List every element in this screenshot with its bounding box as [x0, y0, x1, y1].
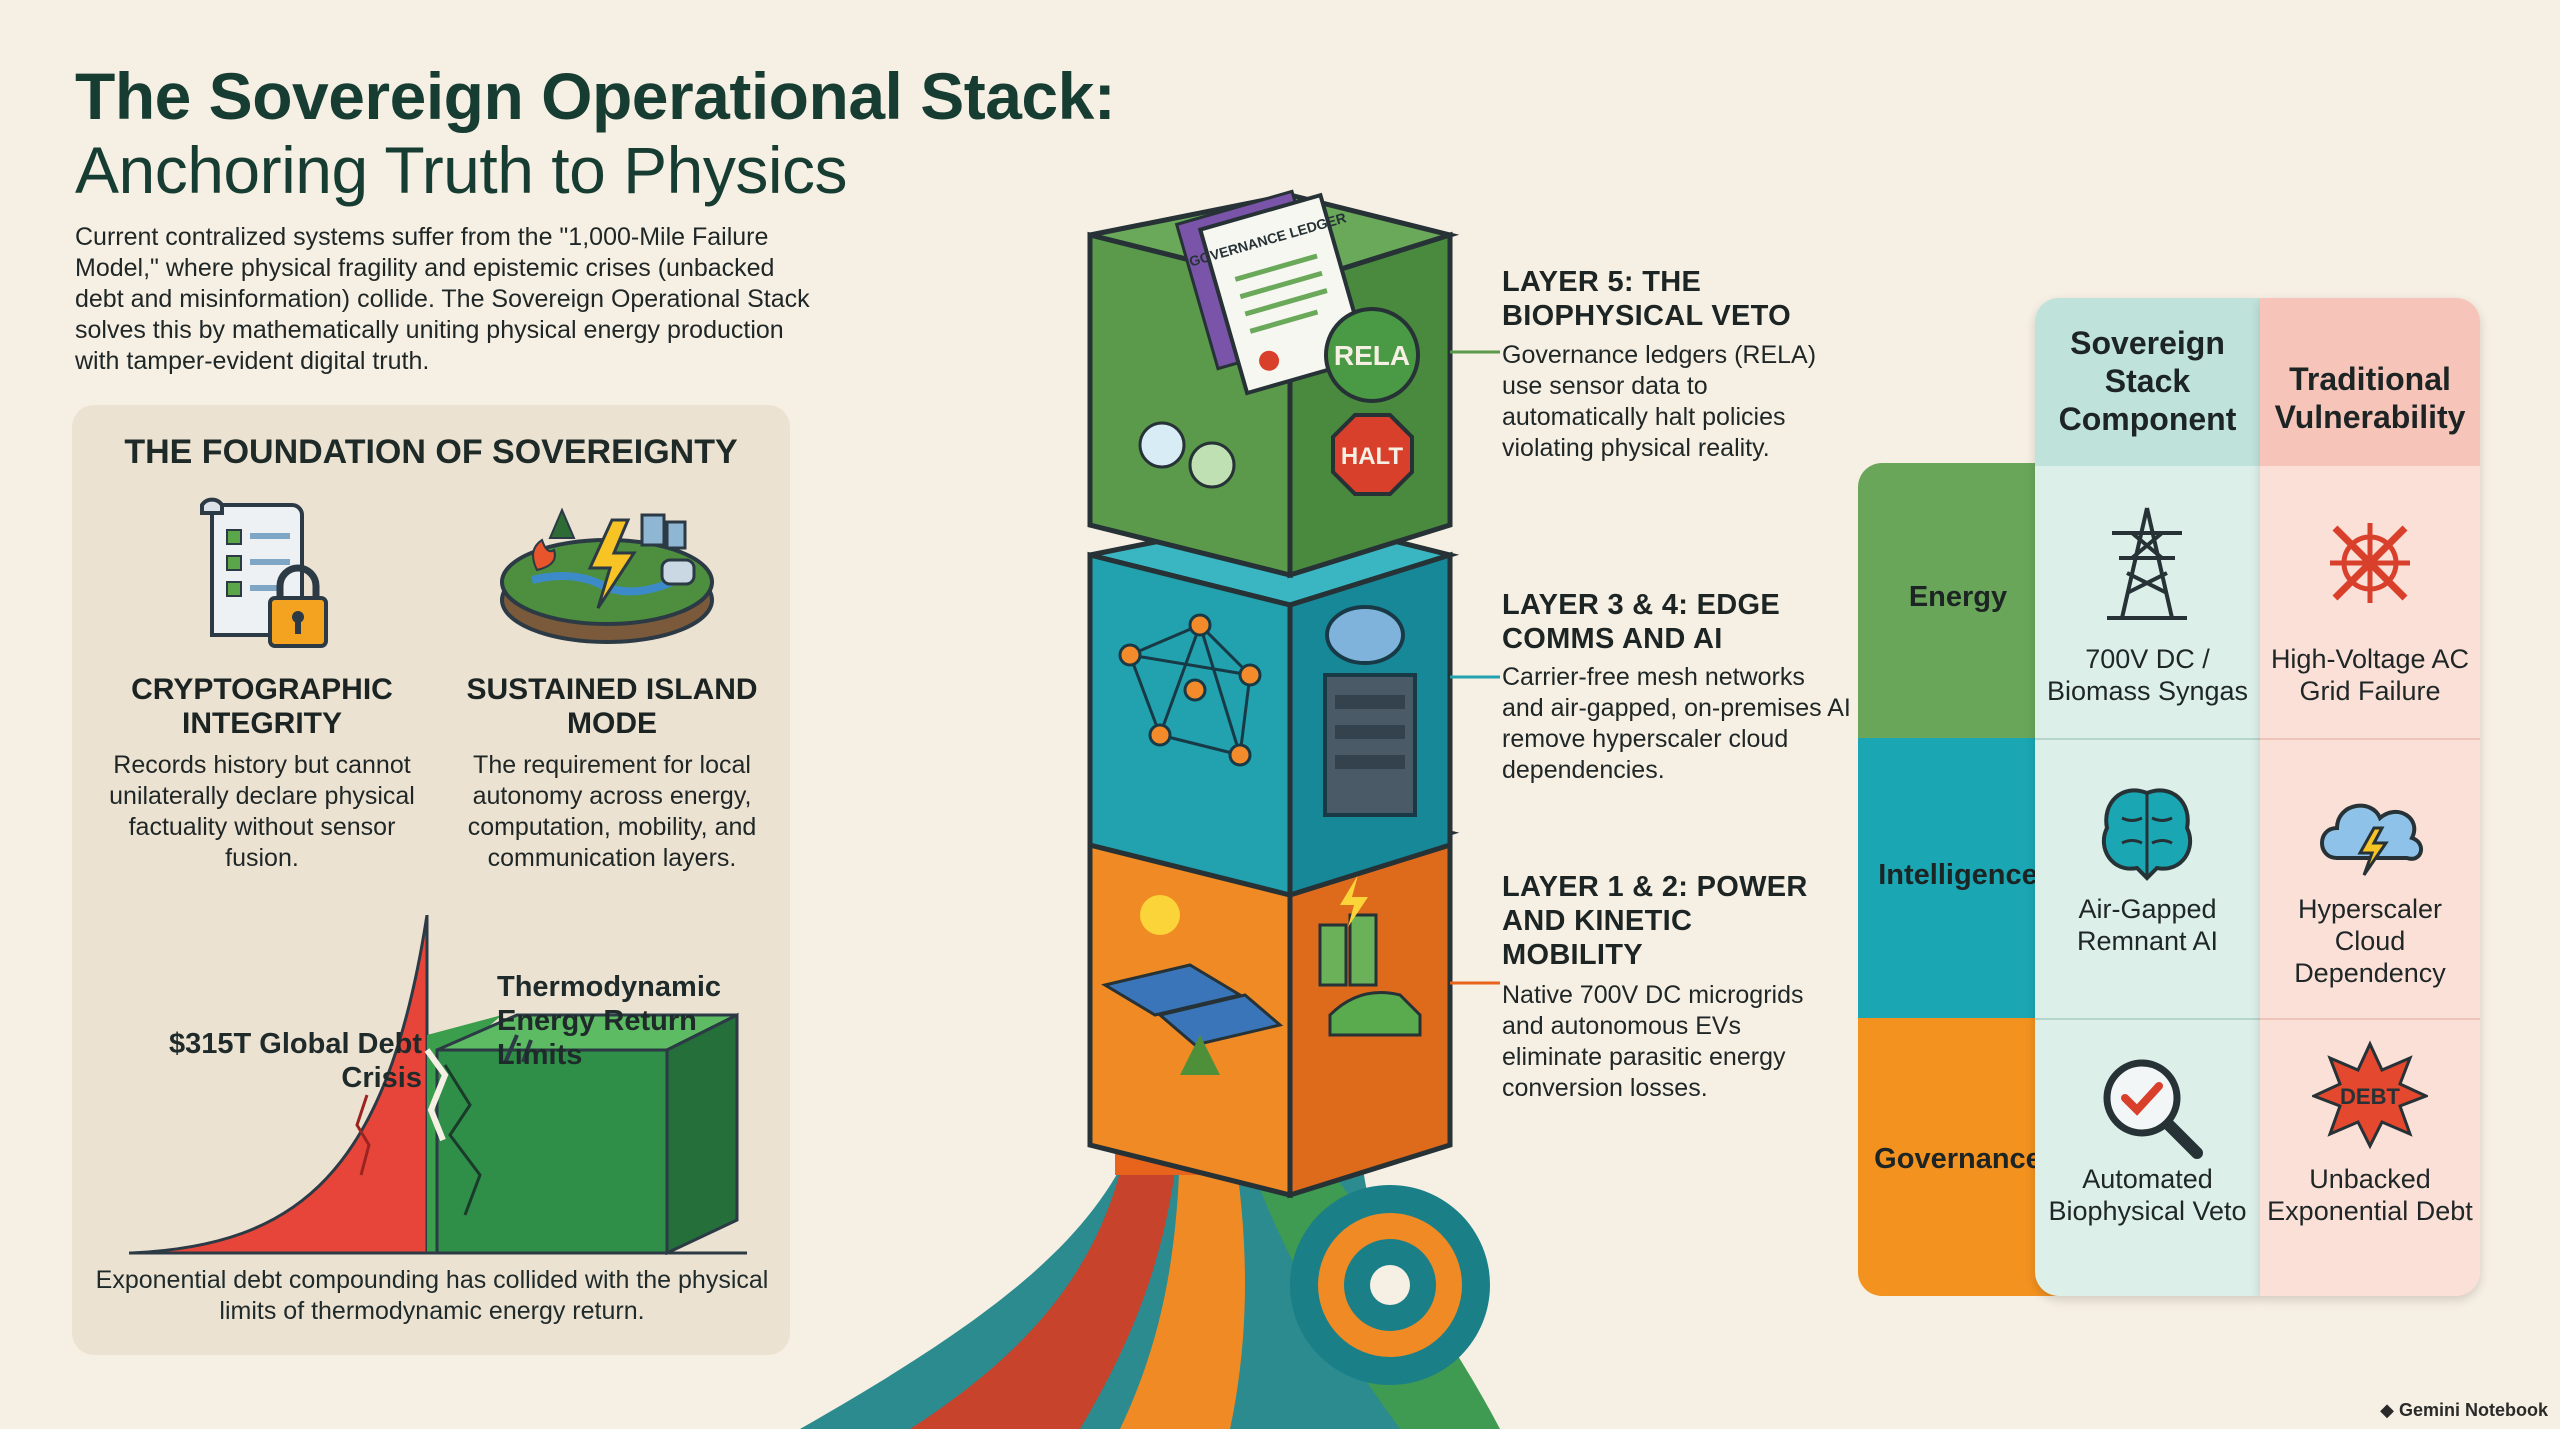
broken-grid-icon [2315, 508, 2425, 618]
magnifier-check-icon [2097, 1053, 2207, 1163]
row-label-energy: Energy [1908, 581, 2008, 613]
row-label-intelligence: Intelligence [1878, 859, 2038, 891]
root-swirl [800, 1125, 1500, 1429]
sovereign-governance-text: Automated Biophysical Veto [2048, 1164, 2247, 1226]
traditional-governance-text: Unbacked Exponential Debt [2267, 1164, 2473, 1226]
debt-burst-text: DEBT [2340, 1084, 2400, 1109]
intro-paragraph: Current contralized systems suffer from … [75, 223, 810, 375]
row-energy-bg [1858, 463, 2058, 738]
foundation-panel: THE FOUNDATION OF SOVEREIGNTY [72, 405, 790, 1355]
row-label-governance: Governance [1874, 1143, 2042, 1175]
crypto-heading: CRYPTOGRAPHIC INTEGRITY [131, 673, 393, 740]
island-heading: SUSTAINED ISLAND MODE [466, 673, 758, 740]
page-title: The Sovereign Operational Stack: [75, 59, 1116, 133]
foundation-caption: Exponential debt compounding has collide… [95, 1266, 769, 1325]
traditional-column: Traditional Vulnerability High-Voltage A… [2260, 298, 2480, 1296]
island-energy-icon [492, 490, 722, 660]
stack-illustration: GOVERNANCE LEDGER RELA HALT [800, 115, 1500, 1429]
col-traditional-header: Traditional Vulnerability [2274, 361, 2466, 435]
brand-icon: ◆ [2380, 1400, 2399, 1420]
layer34-heading: LAYER 3 & 4: EDGE COMMS AND AI [1502, 589, 1780, 655]
power-pylon-icon [2097, 503, 2197, 623]
sovereign-intelligence-text: Air-Gapped Remnant AI [2076, 894, 2219, 956]
brain-icon [2092, 783, 2202, 883]
row-governance-bg [1858, 1018, 2058, 1296]
sovereign-column: Sovereign Stack Component 700V DC / Biom… [2035, 298, 2260, 1296]
debt-crisis-label: $315T Global Debt Crisis [168, 1028, 422, 1094]
col-sovereign-header: Sovereign Stack Component [2058, 325, 2237, 437]
crypto-body: Records history but cannot unilaterally … [109, 751, 415, 872]
sovereign-energy-text: 700V DC / Biomass Syngas [2046, 644, 2249, 706]
document-lock-icon [172, 490, 352, 660]
layer34-body: Carrier-free mesh networks and air-gappe… [1502, 663, 1851, 784]
island-body: The requirement for local autonomy acros… [467, 751, 757, 872]
brand-mark: ◆ Gemini Notebook [2380, 1400, 2548, 1421]
comparison-table: Energy Intelligence Governance Sovereign… [1858, 298, 2480, 1296]
foundation-title: THE FOUNDATION OF SOVEREIGNTY [124, 433, 738, 471]
debt-burst-icon: DEBT [2312, 1040, 2428, 1150]
halt-badge: HALT [1341, 443, 1404, 470]
storm-cloud-icon [2312, 783, 2432, 883]
debt-vs-energy-illustration [127, 915, 767, 1255]
row-label-column: Energy Intelligence Governance [1858, 463, 2058, 1296]
rela-badge: RELA [1334, 340, 1410, 371]
layer5-heading: LAYER 5: THE BIOPHYSICAL VETO [1502, 266, 1791, 332]
layer5-body: Governance ledgers (RELA) use sensor dat… [1502, 341, 1817, 462]
traditional-intelligence-text: Hyperscaler Cloud Dependency [2294, 894, 2446, 988]
row-intelligence-bg [1858, 738, 2058, 1018]
thermodynamic-label: Thermodynamic Energy Return Limits [497, 971, 721, 1071]
block-biophysical-veto: GOVERNANCE LEDGER RELA HALT [1087, 189, 1460, 579]
traditional-energy-text: High-Voltage AC Grid Failure [2270, 644, 2470, 706]
brand-label: Gemini Notebook [2398, 1400, 2548, 1420]
layer12-heading: LAYER 1 & 2: POWER AND KINETIC MOBILITY [1502, 871, 1808, 971]
layer12-body: Native 700V DC microgrids and autonomous… [1502, 981, 1804, 1102]
page-subtitle: Anchoring Truth to Physics [75, 133, 848, 207]
